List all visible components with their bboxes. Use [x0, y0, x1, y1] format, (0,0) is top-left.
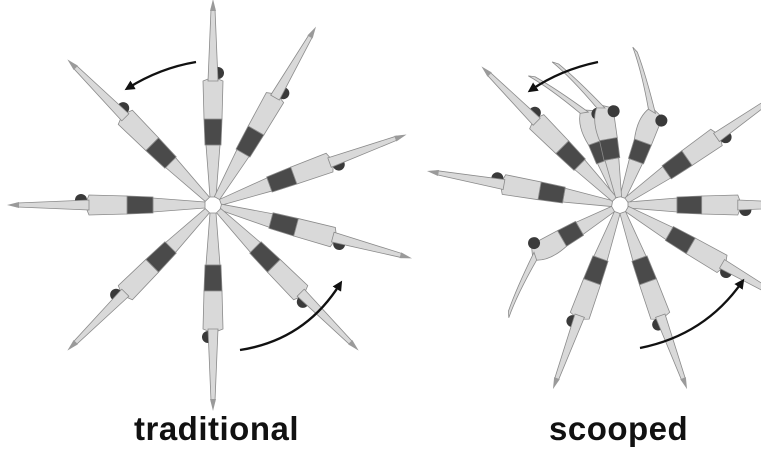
- scooped-panel: [425, 47, 761, 393]
- traditional-swimmer-figure: [7, 194, 205, 215]
- traditional-swimmer-figure: [202, 213, 223, 411]
- traditional-swimmer-figure: [60, 203, 215, 358]
- traditional-swimmer-figure: [60, 52, 215, 207]
- scooped-rotation-arrow-top: [531, 62, 598, 90]
- scooped-swimmer-figure: [628, 195, 761, 216]
- scooped-swimmer-figure: [480, 195, 634, 318]
- traditional-swimmer-figure: [203, 0, 224, 197]
- scooped-label: scooped: [549, 410, 688, 448]
- traditional-panel: [7, 0, 415, 411]
- traditional-label: traditional: [134, 410, 299, 448]
- traditional-rotation-arrow-top: [128, 62, 196, 88]
